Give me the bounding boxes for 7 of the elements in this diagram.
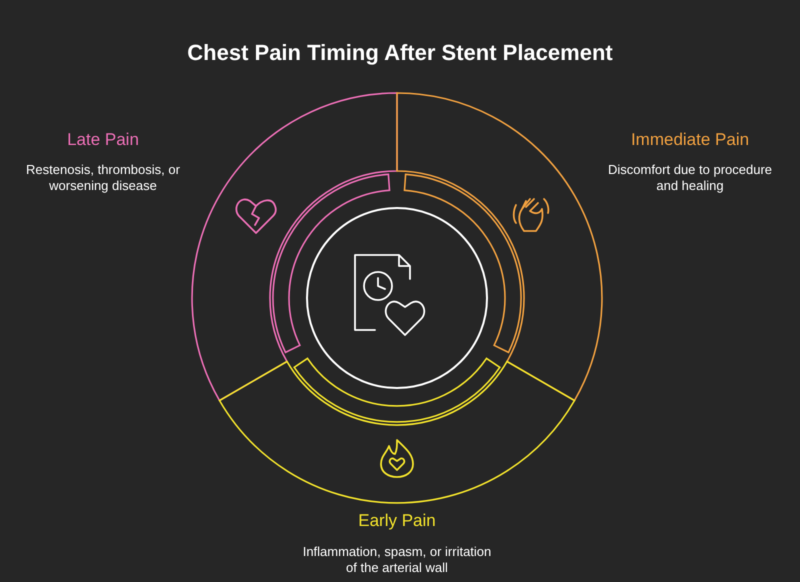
section-description: Restenosis, thrombosis, or worsening disease [25, 162, 181, 194]
section-description: Inflammation, spasm, or irritation of the arterial wall [302, 544, 492, 576]
title: Chest Pain Timing After Stent Placement [186, 40, 614, 66]
section-heading: Early Pain [357, 511, 437, 531]
section-description: Discomfort due to procedure and healing [606, 162, 774, 194]
section-heading: Late Pain [66, 130, 140, 150]
section-heading: Immediate Pain [630, 130, 750, 150]
